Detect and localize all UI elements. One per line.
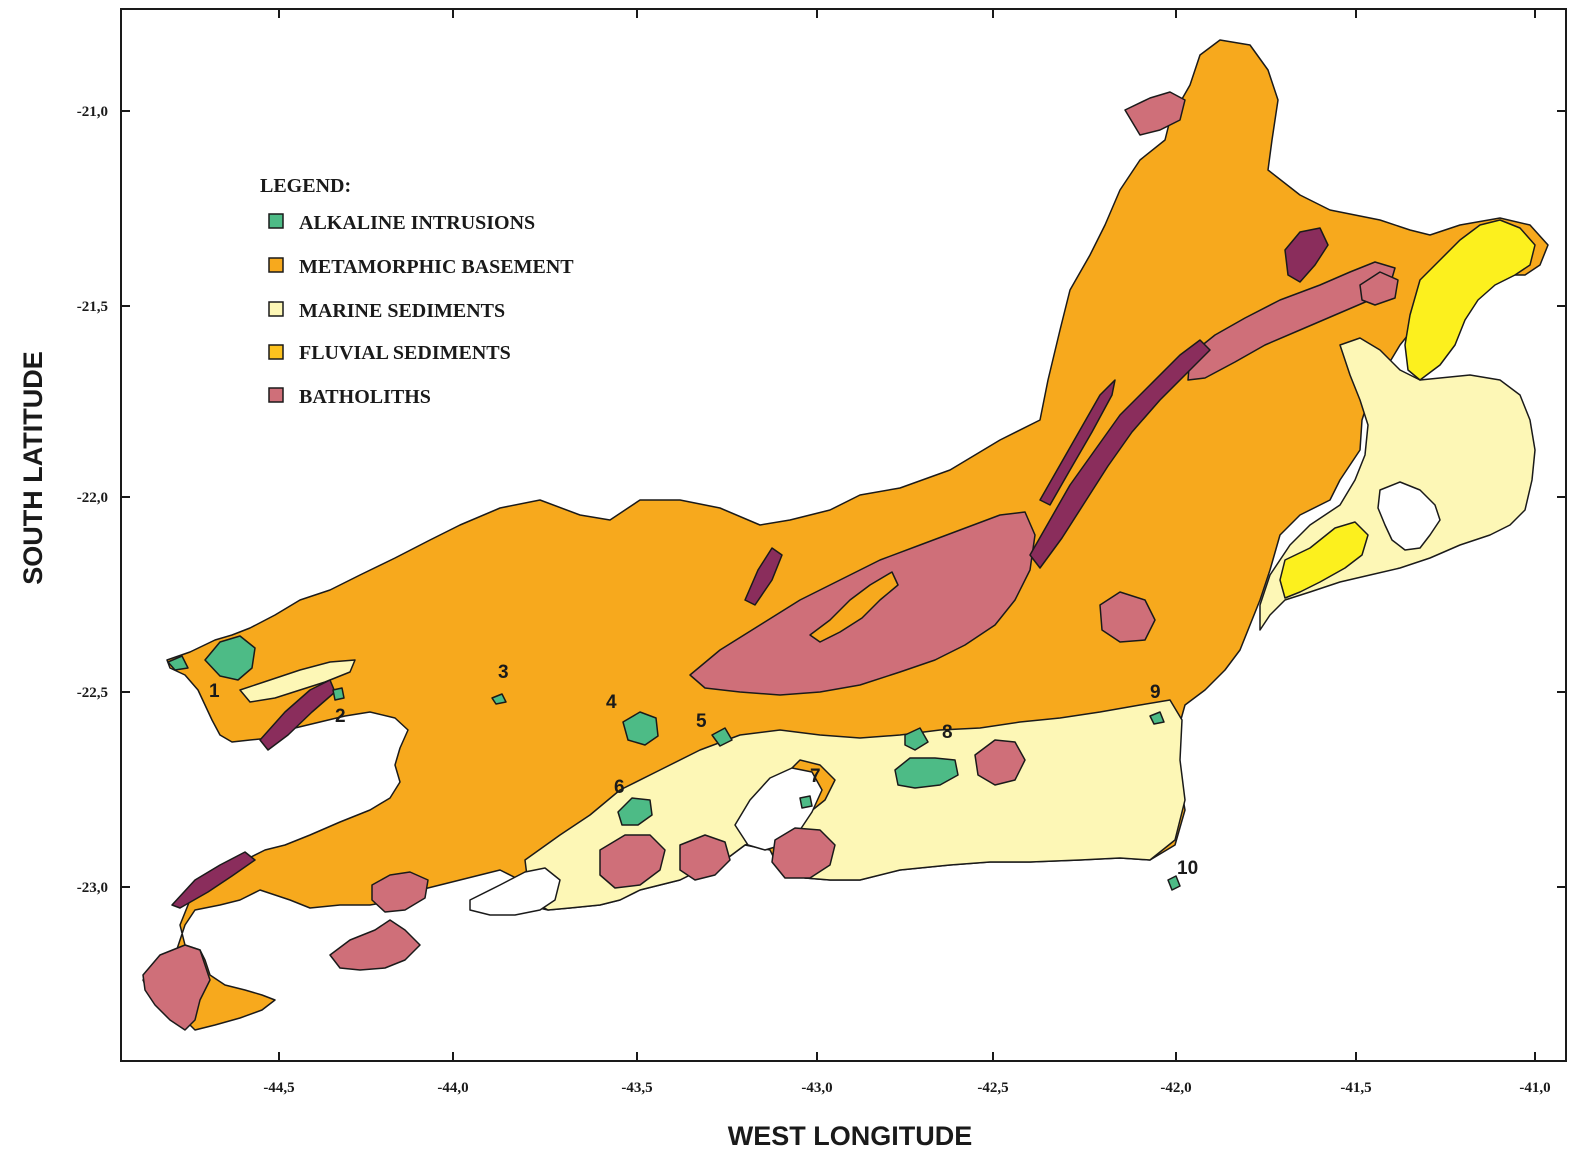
legend-label-marine: MARINE SEDIMENTS (299, 300, 505, 322)
legend-swatch-batholiths (268, 387, 284, 403)
site-label-3: 3 (498, 662, 509, 683)
alkaline-intrusion-1b (167, 655, 189, 671)
batholith-rio-west (599, 834, 666, 889)
legend-swatch-metamorphic (268, 257, 284, 273)
alkaline-intrusion-8b (894, 757, 959, 789)
batholith-central-inner (809, 571, 899, 643)
bay-sepetiba (469, 867, 561, 916)
batholith-coast-west (371, 871, 429, 913)
site-label-7: 7 (810, 766, 821, 787)
site-label-9: 9 (1150, 682, 1161, 703)
site-label-6: 6 (614, 777, 625, 798)
y-tick-label: -23,0 (77, 880, 108, 896)
x-tick-label: -42,0 (1160, 1080, 1191, 1096)
legend-label-fluvial: FLUVIAL SEDIMENTS (299, 342, 511, 364)
y-tick-label: -21,5 (77, 299, 108, 315)
batholith-north-cap (1124, 91, 1186, 136)
batholith-macae (1099, 591, 1156, 643)
batholith-southwest (142, 944, 211, 1031)
dark-batholith-west-2 (744, 547, 783, 606)
x-tick-label: -43,5 (621, 1080, 652, 1096)
x-axis-title: WEST LONGITUDE (728, 1121, 973, 1151)
site-labels: 1 2 3 4 5 6 7 8 9 10 (209, 662, 1198, 879)
alkaline-intrusion-2 (332, 687, 345, 701)
dark-batholith-southwest (171, 851, 256, 909)
batholith-niteroi (771, 827, 836, 879)
site-label-2: 2 (335, 706, 346, 727)
batholith-island (329, 919, 421, 971)
y-tick-label: -22,5 (77, 685, 108, 701)
map-units (142, 39, 1549, 1031)
legend-title: LEGEND: (260, 175, 351, 197)
batholith-rio-east (679, 834, 731, 881)
dark-batholith-north (1284, 227, 1329, 283)
lagoon-east (1377, 481, 1441, 551)
alkaline-intrusion-3 (491, 693, 507, 705)
alkaline-intrusion-10 (1167, 875, 1181, 891)
x-tick-label: -41,0 (1519, 1080, 1550, 1096)
x-tick-label: -44,0 (437, 1080, 468, 1096)
legend-swatch-alkaline (268, 213, 284, 229)
x-axis: -44,5 -44,0 -43,5 -43,0 -42,5 -42,0 -41,… (263, 9, 1551, 1096)
y-tick-label: -22,0 (77, 490, 108, 506)
dark-batholith-belt-2 (1039, 379, 1116, 506)
site-label-10: 10 (1177, 858, 1198, 879)
site-label-4: 4 (606, 692, 617, 713)
alkaline-intrusion-8a (904, 727, 929, 751)
alkaline-intrusion-9 (1149, 711, 1165, 725)
site-label-1: 1 (209, 681, 220, 702)
legend-label-metamorphic: METAMORPHIC BASEMENT (299, 256, 574, 278)
legend: LEGEND: ALKALINE INTRUSIONS METAMORPHIC … (260, 175, 574, 408)
marine-sediments-west (239, 659, 356, 703)
legend-swatch-fluvial (268, 344, 284, 360)
dark-batholith-belt-1 (1029, 339, 1211, 569)
alkaline-intrusion-1 (204, 635, 256, 681)
x-tick-label: -41,5 (1340, 1080, 1371, 1096)
plot-frame (120, 8, 1567, 1062)
fluvial-sediments-northeast (1404, 219, 1536, 381)
legend-swatch-marine (268, 301, 284, 317)
alkaline-intrusion-7 (799, 795, 813, 809)
alkaline-intrusion-4 (622, 711, 659, 746)
x-tick-label: -43,0 (801, 1080, 832, 1096)
x-tick-label: -42,5 (977, 1080, 1008, 1096)
site-label-5: 5 (696, 711, 707, 732)
x-tick-label: -44,5 (263, 1080, 294, 1096)
y-tick-label: -21,0 (77, 104, 108, 120)
alkaline-intrusion-5 (711, 727, 733, 747)
batholith-east-coast (974, 739, 1026, 786)
alkaline-intrusion-6 (617, 797, 653, 826)
batholith-east-small (1359, 271, 1399, 306)
fluvial-sediments-south (1279, 521, 1369, 599)
site-label-8: 8 (942, 722, 953, 743)
y-axis: -21,0 -21,5 -22,0 -22,5 -23,0 (77, 104, 1566, 896)
y-axis-title: SOUTH LATITUDE (18, 351, 48, 584)
legend-label-alkaline: ALKALINE INTRUSIONS (299, 212, 535, 234)
legend-label-batholiths: BATHOLITHS (299, 386, 431, 408)
